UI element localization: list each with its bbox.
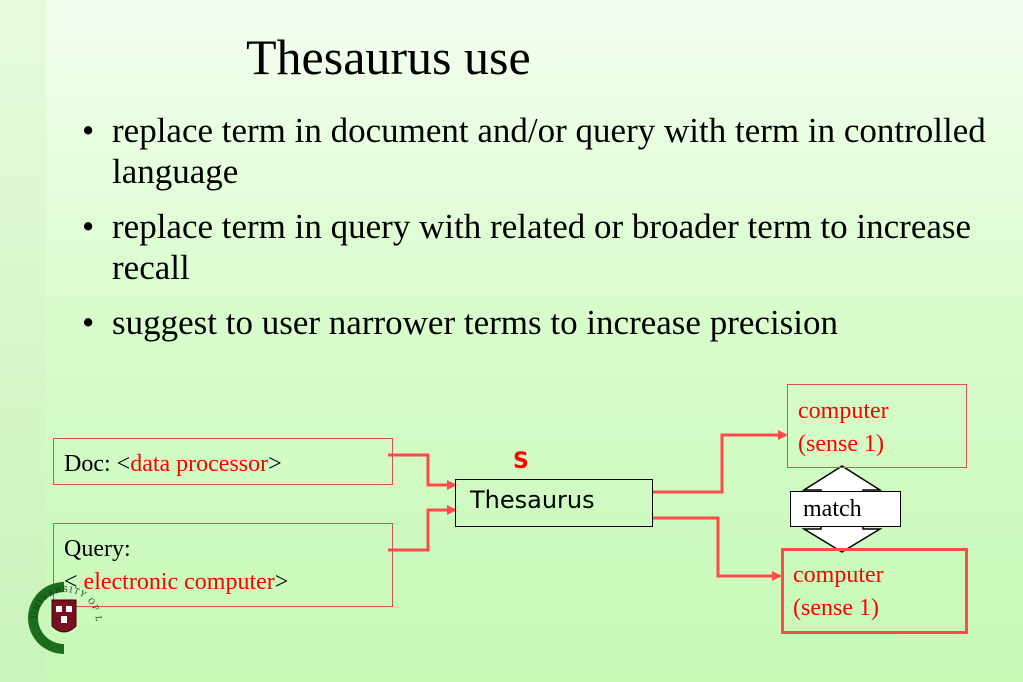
query-term-line: < electronic computer> — [64, 566, 382, 599]
doc-prefix: Doc: < — [64, 451, 131, 477]
output-bottom-box: computer (sense 1) — [781, 548, 968, 634]
query-suffix: > — [274, 569, 289, 595]
doc-to-thesaurus-arrow — [388, 453, 457, 490]
doc-box: Doc: <data processor> — [53, 438, 393, 485]
slide-title: Thesaurus use — [246, 29, 531, 85]
query-term: electronic computer — [83, 569, 275, 595]
thesaurus-box: Thesaurus — [455, 479, 653, 527]
query-prefix: < — [64, 569, 84, 595]
thesaurus-marker: S — [513, 449, 529, 474]
bullet-item: suggest to user narrower terms to increa… — [72, 302, 992, 343]
left-stripe — [0, 0, 46, 682]
query-box: Query: < electronic computer> — [53, 523, 393, 607]
thesaurus-to-bottom-arrow — [653, 516, 782, 581]
output-top-line1: computer — [798, 398, 889, 424]
match-box: match — [790, 491, 901, 527]
doc-term: data processor — [130, 451, 269, 477]
match-label: match — [803, 496, 862, 522]
bullet-item: replace term in query with related or br… — [72, 206, 992, 288]
output-bottom-line2: (sense 1) — [793, 595, 879, 621]
query-to-thesaurus-arrow — [388, 505, 457, 552]
doc-suffix: > — [268, 451, 282, 477]
query-label: Query: — [64, 536, 131, 562]
thesaurus-to-top-arrow — [653, 430, 788, 494]
university-logo-icon: UNIVERSITY OF LEEDS — [24, 578, 102, 654]
bullet-item: replace term in document and/or query wi… — [72, 110, 992, 192]
bullet-list: replace term in document and/or query wi… — [72, 110, 992, 357]
output-top-box: computer (sense 1) — [787, 384, 967, 468]
output-top-line2: (sense 1) — [798, 431, 884, 457]
output-bottom-line1: computer — [793, 562, 884, 588]
thesaurus-label: Thesaurus — [470, 486, 595, 514]
